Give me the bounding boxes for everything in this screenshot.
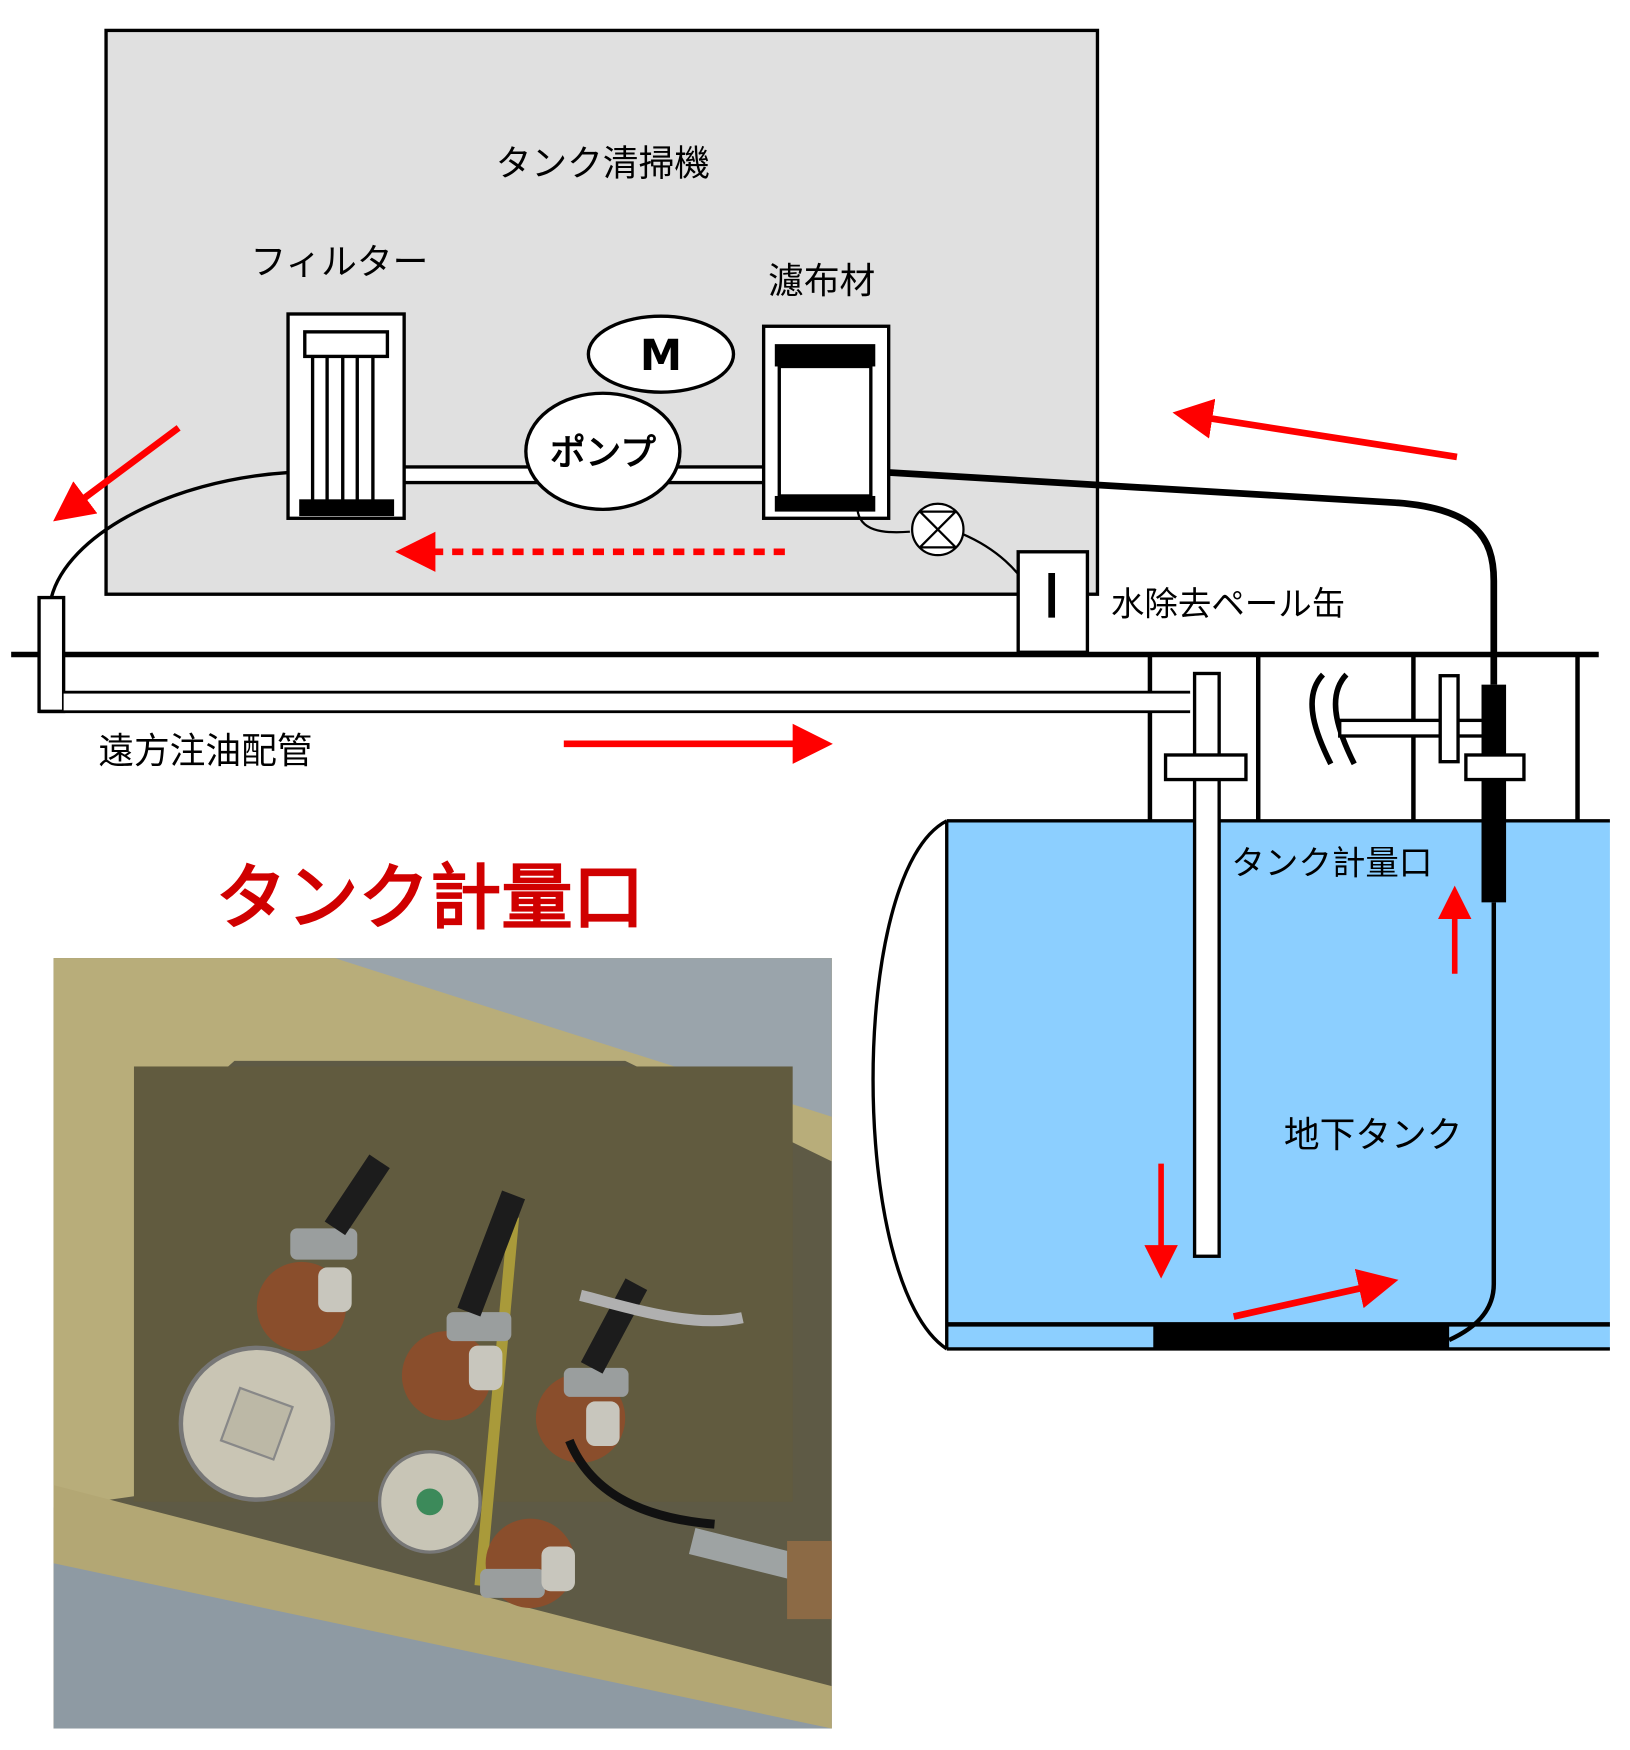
filter-cloth-label: 濾布材 [768, 261, 875, 302]
filter-label: フィルター [250, 242, 428, 283]
valve-icon [911, 502, 965, 557]
gauge-port-pipe [1448, 684, 1526, 1343]
gauge-port-photo [53, 958, 832, 1729]
gauge-port-title: タンク計量口 [216, 856, 645, 939]
gauge-port-label-small: タンク計量口 [1231, 843, 1432, 882]
filter-unit [286, 312, 406, 520]
pump [524, 391, 682, 512]
arrow-bottom-icon [1232, 1268, 1399, 1320]
pump-label: ポンプ [550, 433, 656, 474]
filter-cloth-unit [761, 324, 891, 520]
arrow-suction-icon [1172, 398, 1458, 461]
motor-label: M [640, 332, 682, 381]
remote-pipe-label: 遠方注油配管 [98, 731, 312, 772]
cleaner-label: タンク清掃機 [496, 144, 710, 185]
remote-fill-pipe [37, 595, 1191, 714]
water-pail [1016, 550, 1090, 654]
underground-tank [871, 819, 1610, 1351]
underground-tank-label: 地下タンク [1284, 1115, 1463, 1156]
suction-hose [888, 469, 1498, 685]
fill-pipe-vertical [1163, 671, 1248, 1258]
break-symbol [1309, 672, 1493, 766]
return-hose [49, 470, 289, 598]
arrow-return-icon [53, 425, 181, 522]
water-pail-label: 水除去ペール缶 [1111, 584, 1345, 623]
motor [586, 314, 736, 394]
